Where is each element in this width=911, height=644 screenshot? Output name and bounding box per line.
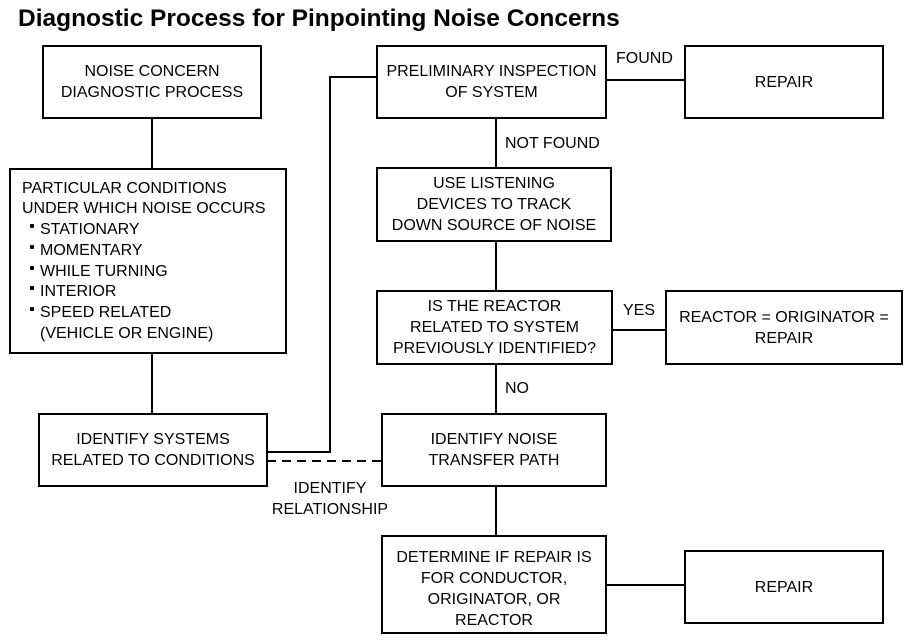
condition-item-text: INTERIOR — [40, 283, 117, 301]
box-line: TRANSFER PATH — [428, 452, 560, 469]
reactor-equals-originator-box: REACTOR = ORIGINATOR = REPAIR — [665, 290, 903, 365]
box-line: IDENTIFY NOISE — [430, 431, 558, 448]
box-line: REACTOR = ORIGINATOR = — [679, 308, 889, 326]
box-line: DEVICES TO TRACK — [416, 196, 572, 213]
bullet-icon — [30, 244, 34, 249]
edge-label-identify-relationship: IDENTIFY RELATIONSHIP — [255, 478, 405, 520]
condition-item-text: (VEHICLE OR ENGINE) — [40, 325, 214, 343]
box-line: REPAIR — [754, 73, 814, 91]
bullet-icon — [30, 307, 34, 312]
edge-label-not-found: NOT FOUND — [505, 134, 600, 152]
box-line: RELATED TO CONDITIONS — [51, 452, 255, 469]
condition-item-text: SPEED RELATED — [40, 304, 172, 322]
box-line: PREVIOUSLY IDENTIFIED? — [392, 340, 596, 357]
conditions-heading-line: PARTICULAR CONDITIONS — [22, 179, 227, 197]
condition-item: WHILE TURNING — [22, 262, 285, 283]
box-line: FOR CONDUCTOR, — [420, 569, 568, 587]
repair-box-final: REPAIR — [684, 550, 884, 624]
box-line: IS THE REACTOR — [427, 298, 562, 315]
conditions-box: PARTICULAR CONDITIONS UNDER WHICH NOISE … — [9, 168, 287, 354]
box-line: RELATED TO SYSTEM — [410, 319, 579, 336]
box-line: NOISE CONCERN — [84, 63, 220, 80]
bullet-icon — [30, 286, 34, 291]
box-line: DIAGNOSTIC PROCESS — [60, 84, 244, 101]
edge-label-line: RELATIONSHIP — [271, 500, 389, 518]
reactor-question-box: IS THE REACTOR RELATED TO SYSTEM PREVIOU… — [376, 290, 613, 365]
transfer-path-box: IDENTIFY NOISE TRANSFER PATH — [381, 413, 607, 487]
box-line: PRELIMINARY INSPECTION — [386, 63, 597, 80]
box-line: DETERMINE IF REPAIR IS — [396, 548, 592, 566]
preliminary-inspection-box: PRELIMINARY INSPECTION OF SYSTEM — [376, 45, 607, 119]
box-line: IDENTIFY SYSTEMS — [76, 431, 230, 448]
condition-item-text: STATIONARY — [40, 221, 140, 239]
bullet-icon — [30, 265, 34, 270]
condition-item-text: WHILE TURNING — [40, 262, 168, 280]
identify-systems-box: IDENTIFY SYSTEMS RELATED TO CONDITIONS — [38, 413, 268, 487]
box-line: USE LISTENING — [433, 175, 555, 192]
condition-item-continuation: (VEHICLE OR ENGINE) — [22, 324, 285, 345]
box-line: REACTOR — [455, 611, 533, 629]
box-line: ORIGINATOR, OR — [427, 590, 561, 608]
box-line: OF SYSTEM — [445, 84, 538, 101]
condition-item: SPEED RELATED — [22, 303, 285, 324]
determine-repair-box: DETERMINE IF REPAIR IS FOR CONDUCTOR, OR… — [381, 535, 607, 634]
edge-label-yes: YES — [623, 301, 656, 319]
condition-item: MOMENTARY — [22, 241, 285, 262]
edge-label-no: NO — [505, 379, 529, 397]
noise-concern-box: NOISE CONCERN DIAGNOSTIC PROCESS — [42, 45, 262, 119]
connector-identify-systems-to-inspection — [267, 76, 377, 453]
edge-label-line: IDENTIFY — [293, 479, 367, 497]
repair-box-found: REPAIR — [684, 45, 884, 119]
edge-label-found: FOUND — [616, 49, 673, 67]
box-line: REPAIR — [754, 578, 814, 596]
conditions-heading-line: UNDER WHICH NOISE OCCURS — [22, 200, 266, 218]
box-line: DOWN SOURCE OF NOISE — [391, 217, 597, 234]
condition-item-text: MOMENTARY — [40, 241, 143, 259]
page-title: Diagnostic Process for Pinpointing Noise… — [18, 5, 620, 32]
bullet-icon — [30, 224, 34, 229]
condition-item: INTERIOR — [22, 282, 285, 303]
condition-item: STATIONARY — [22, 220, 285, 241]
listening-devices-box: USE LISTENING DEVICES TO TRACK DOWN SOUR… — [376, 167, 612, 242]
box-line: REPAIR — [754, 329, 814, 347]
